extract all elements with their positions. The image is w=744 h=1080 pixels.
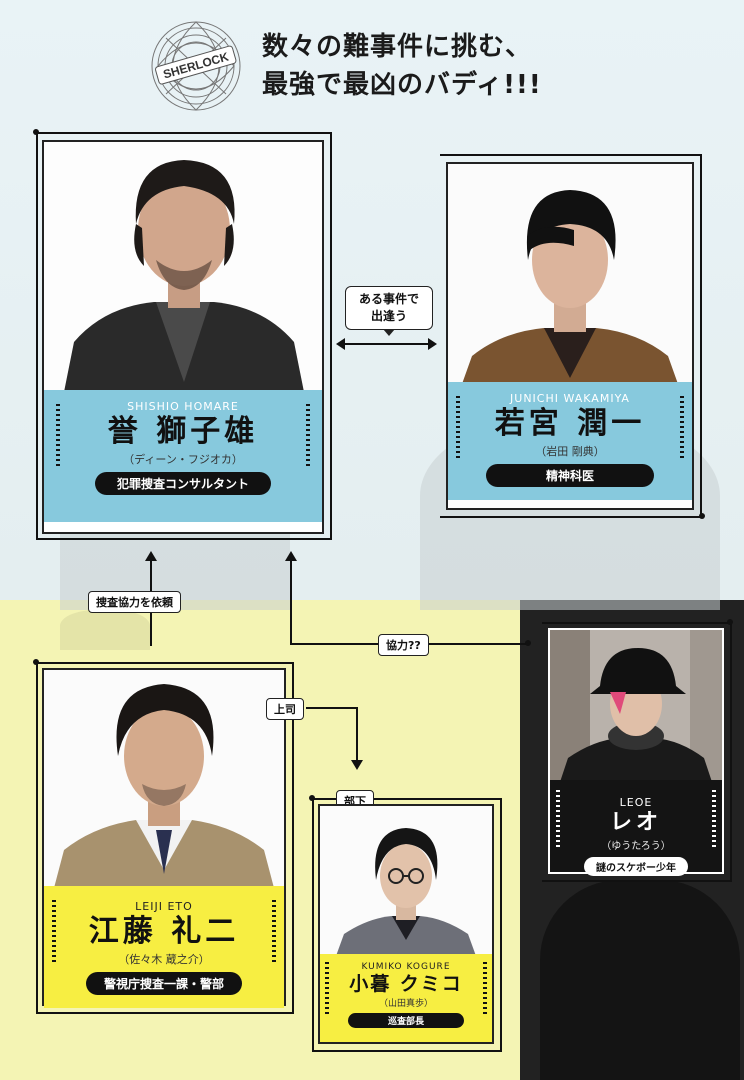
kogure-actor: （山田真歩） [378, 999, 433, 1009]
leo-name-plate: LEOE レオ （ゆうたろう） 謎のスケボー少年 [550, 780, 722, 876]
frame-line [36, 662, 294, 664]
sherlock-logo: SHERLOCK [150, 20, 242, 112]
leo-actor: （ゆうたろう） [601, 841, 671, 852]
cooperate-arrow-vertical [290, 560, 292, 645]
plate-ticks [56, 404, 60, 468]
plate-ticks [556, 790, 560, 850]
eto-name-japanese: 江藤 礼二 [88, 914, 240, 949]
frame-line [700, 154, 702, 518]
wakamiya-name-plate: JUNICHI WAKAMIYA 若宮 潤一 （岩田 剛典） 精神科医 [448, 382, 692, 500]
frame-line [292, 662, 294, 1014]
arrow-head-left [336, 338, 345, 350]
wakamiya-name-english: JUNICHI WAKAMIYA [510, 392, 630, 405]
leo-role-badge: 謎のスケボー少年 [584, 857, 688, 876]
frame-dot [33, 659, 39, 665]
leo-name-english: LEOE [619, 796, 653, 809]
request-arrow-head [145, 551, 157, 561]
leo-portrait [550, 630, 722, 782]
homare-role-badge: 犯罪捜査コンサルタント [94, 472, 271, 495]
frame-line [36, 132, 332, 134]
plate-ticks [680, 396, 684, 460]
tagline-line-1: 数々の難事件に挑む、 [262, 32, 533, 62]
eto-role-badge: 警視庁捜査一課・警部 [85, 972, 242, 995]
header: SHERLOCK 数々の難事件に挑む、 最強で最凶のバディ!!! [0, 0, 744, 120]
relation-request-label: 捜査協力を依頼 [88, 591, 181, 613]
frame-line [500, 798, 502, 1052]
eto-name-english: LEIJI ETO [135, 900, 193, 913]
relation-meet-bubble: ある事件で 出逢う [345, 286, 433, 336]
plate-ticks [272, 900, 276, 964]
frame-dot [699, 513, 705, 519]
silhouette-decoration [60, 610, 150, 650]
kogure-name-english: KUMIKO KOGURE [361, 962, 451, 972]
frame-line [330, 132, 332, 540]
frame-dot [727, 619, 733, 625]
card-wakamiya: JUNICHI WAKAMIYA 若宮 潤一 （岩田 剛典） 精神科医 [446, 162, 694, 510]
frame-line [440, 154, 702, 156]
homare-name-japanese: 誉 獅子雄 [107, 414, 259, 449]
relation-boss-label: 上司 [266, 698, 304, 720]
eto-portrait [44, 670, 284, 888]
kogure-name-plate: KUMIKO KOGURE 小暮 クミコ （山田真歩） 巡査部長 [320, 954, 492, 1042]
arrow-head-right [428, 338, 437, 350]
frame-line [440, 516, 702, 518]
wakamiya-portrait [448, 164, 692, 384]
card-homare: SHISHIO HOMARE 誉 獅子雄 （ディーン・フジオカ） 犯罪捜査コンサ… [42, 140, 324, 534]
logo-text: SHERLOCK [162, 49, 231, 81]
frame-dot [309, 795, 315, 801]
frame-dot [33, 129, 39, 135]
plate-ticks [325, 962, 329, 1016]
frame-dot [525, 640, 531, 646]
kogure-role-badge: 巡査部長 [347, 1013, 464, 1028]
kogure-name-japanese: 小暮 クミコ [349, 973, 463, 995]
wakamiya-name-japanese: 若宮 潤一 [494, 406, 646, 441]
eto-actor: （佐々木 蔵之介） [118, 953, 210, 966]
wakamiya-actor: （岩田 剛典） [535, 445, 605, 458]
frame-line [36, 538, 332, 540]
silhouette-decoration [540, 880, 740, 1080]
frame-line [730, 622, 732, 882]
homare-name-plate: SHISHIO HOMARE 誉 獅子雄 （ディーン・フジオカ） 犯罪捜査コンサ… [44, 390, 322, 522]
frame-line [542, 880, 732, 882]
card-eto: LEIJI ETO 江藤 礼二 （佐々木 蔵之介） 警視庁捜査一課・警部 [42, 668, 286, 1008]
double-arrow-line [342, 343, 432, 345]
frame-line [312, 798, 502, 800]
frame-line [542, 622, 732, 624]
eto-name-plate: LEIJI ETO 江藤 礼二 （佐々木 蔵之介） 警視庁捜査一課・警部 [44, 886, 284, 1008]
card-leo: LEOE レオ （ゆうたろう） 謎のスケボー少年 [548, 628, 724, 876]
plate-ticks [306, 404, 310, 468]
plate-ticks [483, 962, 487, 1016]
page-tagline: 数々の難事件に挑む、 最強で最凶のバディ!!! [262, 28, 542, 104]
frame-line [36, 132, 38, 540]
frame-line [312, 798, 314, 1052]
wakamiya-role-badge: 精神科医 [485, 464, 654, 487]
leo-name-japanese: レオ [609, 810, 662, 835]
plate-ticks [52, 900, 56, 964]
card-kogure: KUMIKO KOGURE 小暮 クミコ （山田真歩） 巡査部長 [318, 804, 494, 1044]
frame-line [36, 1012, 294, 1014]
tagline-line-2: 最強で最凶のバディ!!! [262, 70, 542, 100]
frame-line [312, 1050, 502, 1052]
boss-connector-horizontal [306, 707, 358, 709]
frame-line [36, 662, 38, 1014]
relation-cooperate-label: 協力?? [378, 634, 429, 656]
homare-name-english: SHISHIO HOMARE [127, 400, 239, 413]
plate-ticks [712, 790, 716, 850]
homare-actor: （ディーン・フジオカ） [123, 453, 243, 466]
homare-portrait [44, 142, 322, 392]
plate-ticks [456, 396, 460, 460]
boss-arrow-head [351, 760, 363, 770]
kogure-portrait [320, 806, 492, 956]
boss-connector-vertical [356, 707, 358, 763]
cooperate-arrow-head [285, 551, 297, 561]
